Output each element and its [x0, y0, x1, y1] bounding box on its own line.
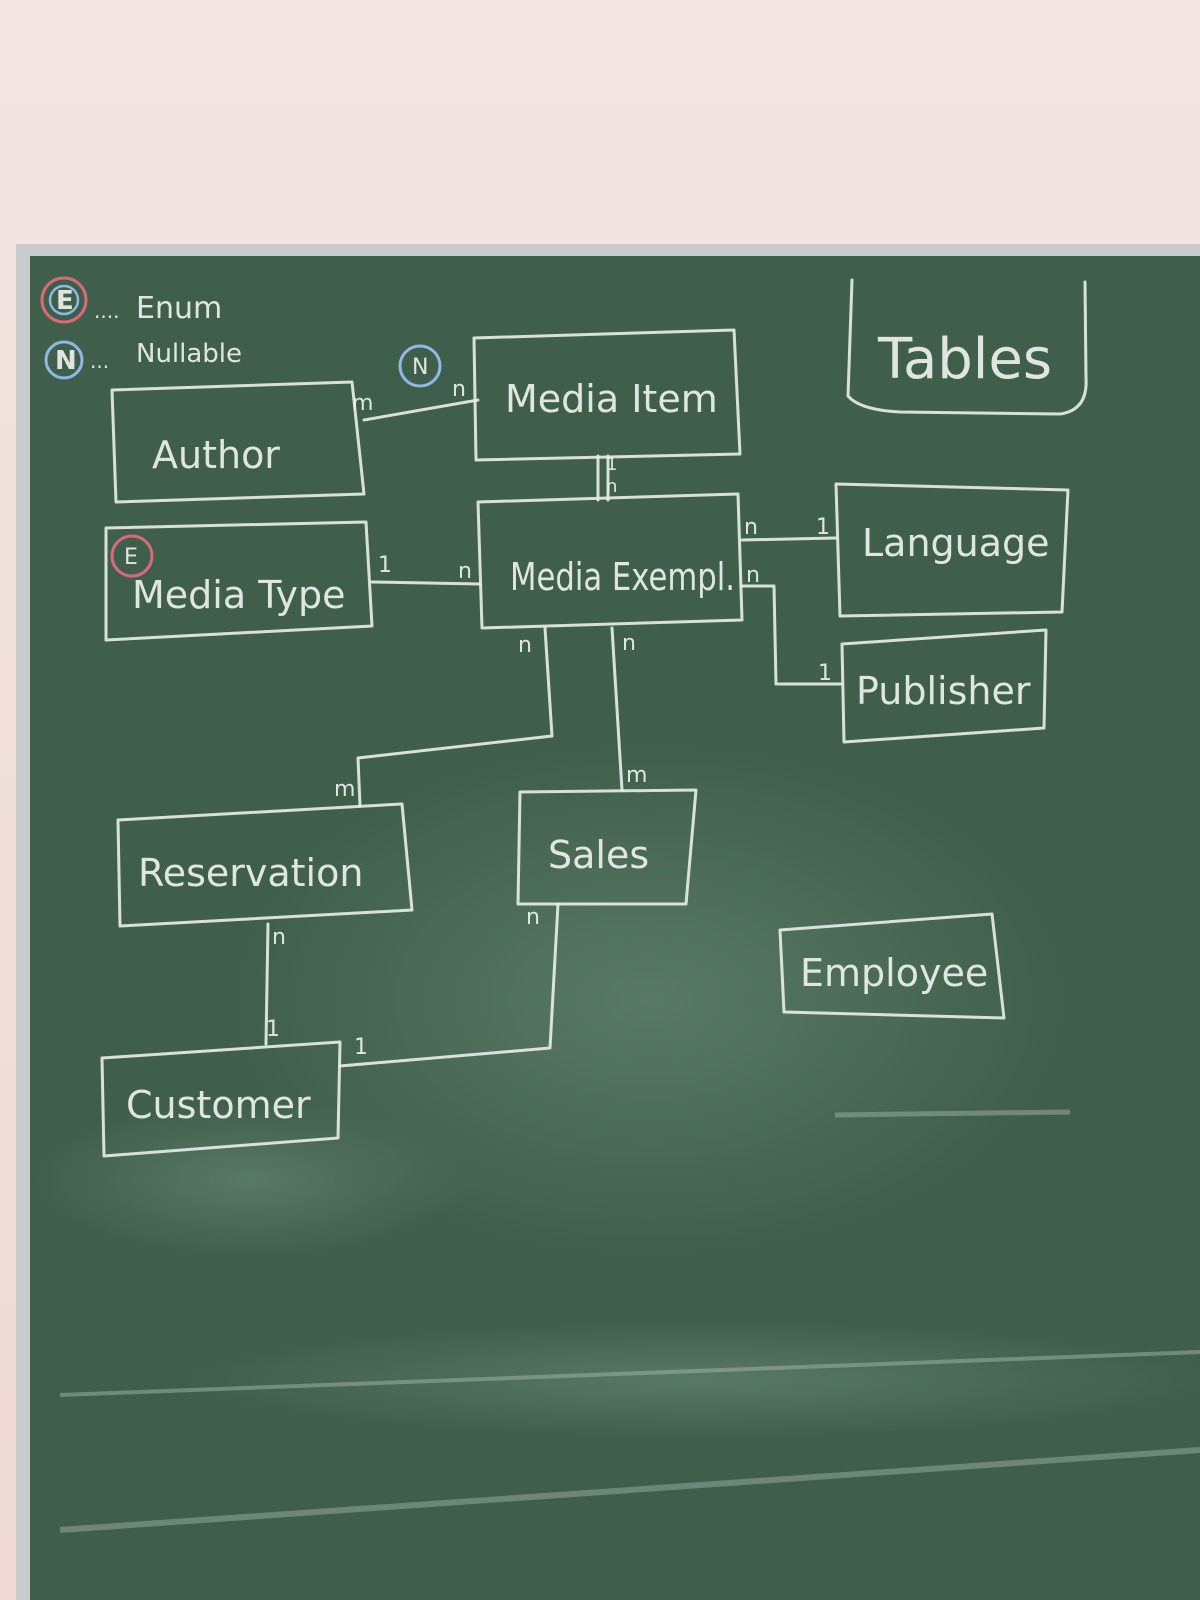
media-item-label: Media Item — [505, 377, 718, 421]
cardinality-pub-1: 1 — [818, 661, 832, 686]
cardinality-item-1: 1 — [606, 454, 617, 475]
enum-marker-icon — [110, 534, 154, 578]
employee-label: Employee — [800, 951, 988, 995]
author-box — [110, 380, 366, 504]
tables-title-box — [846, 278, 1088, 416]
cardinality-item-n-author: n — [452, 377, 466, 402]
cardinality-exempl-n-sales: n — [622, 631, 636, 656]
author-mediaitem-link — [362, 398, 480, 422]
media-item-box — [472, 328, 742, 462]
nullable-marker-symbol: N — [412, 355, 428, 380]
reservation-label: Reservation — [138, 851, 363, 895]
language-label: Language — [862, 521, 1050, 565]
nullable-icon — [44, 340, 84, 380]
employee-box — [778, 912, 1006, 1020]
cardinality-exempl-n-pub: n — [746, 563, 760, 588]
reservation-customer-link — [264, 922, 270, 1046]
legend-dots: .... — [94, 299, 119, 323]
chalk-smudge — [180, 1320, 1200, 1440]
sales-label: Sales — [548, 833, 649, 877]
legend-enum-label: Enum — [136, 291, 222, 326]
chalk-smudge — [30, 1100, 470, 1260]
sales-customer-link — [338, 902, 560, 1068]
cardinality-cust-1-res: 1 — [266, 1017, 280, 1042]
enum-icon-inner — [48, 284, 80, 316]
exempl-sales-link — [610, 626, 624, 792]
eraser-streak — [834, 1109, 1071, 1118]
mediatype-exempl-link — [370, 580, 482, 586]
legend-nullable-label: Nullable — [136, 339, 242, 369]
exempl-language-link — [740, 536, 838, 542]
sales-box — [516, 788, 698, 906]
nullable-marker-icon — [398, 344, 442, 388]
reservation-box — [116, 802, 414, 928]
media-exempl-label: Media Exempl. — [510, 555, 735, 599]
nullable-symbol: N — [55, 346, 77, 376]
exempl-publisher-link — [740, 584, 844, 686]
enum-icon — [40, 276, 88, 324]
cardinality-exempl-n-item: n — [606, 476, 617, 497]
cardinality-res-m: m — [334, 777, 355, 802]
publisher-label: Publisher — [856, 669, 1031, 713]
cardinality-sales-n: n — [526, 905, 540, 930]
enum-marker-symbol: E — [124, 545, 138, 570]
cardinality-sales-m: m — [626, 763, 647, 788]
author-label: Author — [152, 433, 280, 477]
cardinality-exempl-n-lang: n — [744, 515, 758, 540]
tray-line — [59, 1350, 1200, 1397]
media-type-box — [104, 520, 374, 642]
legend-dots: ... — [90, 349, 109, 373]
cardinality-type-1: 1 — [378, 553, 392, 578]
customer-box — [100, 1040, 342, 1158]
cardinality-author-m: m — [352, 391, 373, 416]
exempl-reservation-link — [356, 626, 554, 808]
cardinality-res-n: n — [272, 925, 286, 950]
cardinality-exempl-n-res: n — [518, 633, 532, 658]
enum-symbol: E — [56, 286, 74, 316]
cardinality-exempl-n-type: n — [458, 559, 472, 584]
tables-title: Tables — [877, 327, 1052, 392]
tray-line — [59, 1447, 1200, 1533]
mediaitem-exempl-link — [596, 454, 610, 502]
media-type-label: Media Type — [132, 573, 346, 617]
cardinality-cust-1-sales: 1 — [354, 1035, 368, 1060]
media-exempl-box — [476, 492, 744, 630]
language-box — [834, 482, 1070, 618]
customer-label: Customer — [126, 1083, 311, 1127]
publisher-box — [840, 628, 1048, 744]
chalk-smudge — [230, 740, 1070, 1260]
cardinality-lang-1: 1 — [816, 515, 830, 540]
